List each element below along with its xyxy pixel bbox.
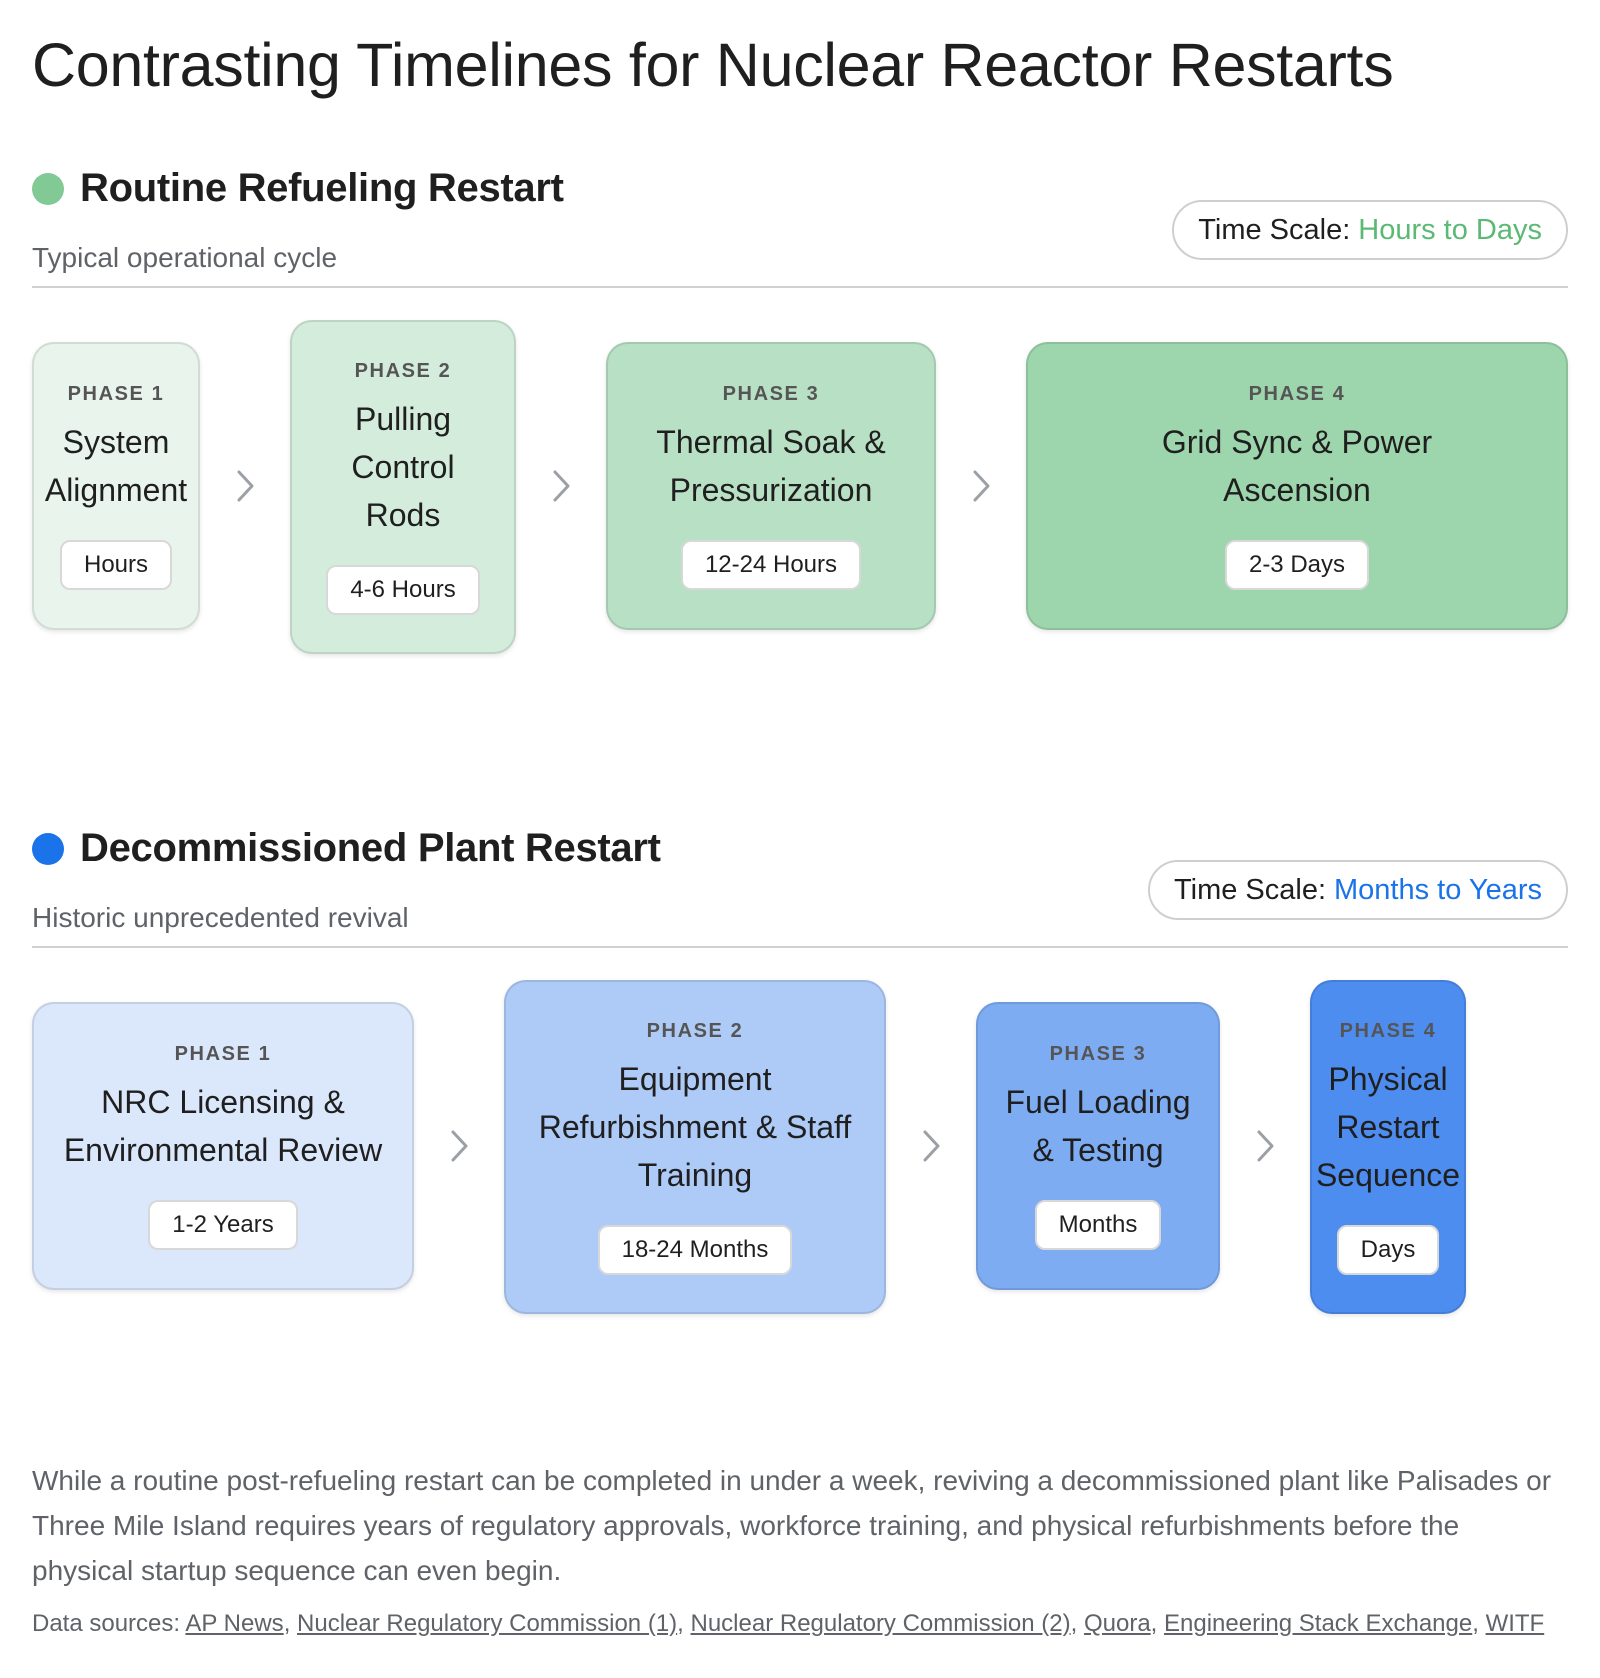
phase-title: Pulling Control Rods (351, 400, 455, 533)
section-header: Decommissioned Plant Restart Historic un… (32, 820, 1568, 948)
phase-card: PHASE 3 Thermal Soak & Pressurization 12… (606, 342, 936, 630)
phase-title: System Alignment (44, 423, 188, 508)
phase-label: PHASE 3 (722, 382, 820, 405)
source-link-ap-news[interactable]: AP News (185, 1610, 284, 1637)
sources-prefix: Data sources: (32, 1610, 181, 1637)
status-dot-icon (32, 172, 64, 205)
duration-badge: Months (1034, 1199, 1162, 1250)
duration-badge: 12-24 Hours (680, 539, 862, 590)
source-link-nrc-2[interactable]: Nuclear Regulatory Commission (2) (690, 1610, 1071, 1637)
summary-text: While a routine post-refueling restart c… (32, 1465, 1552, 1586)
phase-card: PHASE 2 Pulling Control Rods 4-6 Hours (290, 320, 516, 654)
section-subtitle: Typical operational cycle (32, 242, 338, 273)
chevron-right-icon (1252, 1126, 1280, 1166)
time-scale-label: Time Scale: (1173, 873, 1327, 906)
phase-title: Fuel Loading & Testing (1005, 1083, 1191, 1168)
time-scale-value: Hours to Days (1358, 213, 1542, 246)
phase-card: PHASE 3 Fuel Loading & Testing Months (976, 1002, 1220, 1290)
phase-card: PHASE 1 System Alignment Hours (32, 342, 200, 630)
section-title: Routine Refueling Restart (32, 166, 564, 211)
phase-timeline: PHASE 1 NRC Licensing & Environmental Re… (32, 978, 1568, 1338)
phase-label: PHASE 3 (1049, 1042, 1147, 1065)
phase-card: PHASE 4 Physical Restart Sequence Days (1310, 980, 1466, 1314)
duration-badge: 4-6 Hours (326, 564, 480, 615)
phase-label: PHASE 2 (646, 1019, 744, 1042)
time-scale-label: Time Scale: (1198, 213, 1351, 246)
chevron-right-icon (548, 466, 576, 506)
section-subtitle: Historic unprecedented revival (32, 902, 409, 933)
phase-title: NRC Licensing & Environmental Review (63, 1083, 383, 1168)
phase-title: Thermal Soak & Pressurization (656, 423, 886, 508)
phase-label: PHASE 1 (174, 1042, 272, 1065)
phase-label: PHASE 4 (1248, 382, 1346, 405)
duration-badge: Days (1336, 1224, 1440, 1275)
duration-badge: Hours (59, 539, 173, 590)
duration-badge: 2-3 Days (1224, 539, 1370, 590)
chevron-right-icon (446, 1126, 474, 1166)
source-link-witf[interactable]: WITF (1485, 1610, 1545, 1637)
time-scale-badge: Time Scale: Months to Years (1147, 860, 1568, 920)
chevron-right-icon (918, 1126, 946, 1166)
phase-card: PHASE 4 Grid Sync & Power Ascension 2-3 … (1026, 342, 1568, 630)
source-link-quora[interactable]: Quora (1083, 1610, 1151, 1637)
phase-timeline: PHASE 1 System Alignment Hours PHASE 2 P… (32, 318, 1568, 678)
page-title: Contrasting Timelines for Nuclear Reacto… (32, 31, 1394, 99)
phase-title: Equipment Refurbishment & Staff Training (538, 1060, 852, 1193)
phase-label: PHASE 1 (67, 382, 165, 405)
source-link-engineering-stack-exchange[interactable]: Engineering Stack Exchange (1164, 1610, 1473, 1637)
duration-badge: 18-24 Months (597, 1224, 793, 1275)
source-link-nrc-1[interactable]: Nuclear Regulatory Commission (1) (297, 1610, 678, 1637)
section-title: Decommissioned Plant Restart (32, 826, 661, 871)
status-dot-icon (32, 832, 64, 865)
phase-title: Grid Sync & Power Ascension (1161, 423, 1433, 508)
phase-card: PHASE 2 Equipment Refurbishment & Staff … (504, 980, 886, 1314)
section-decommissioned-plant: Decommissioned Plant Restart Historic un… (32, 820, 1568, 1340)
duration-badge: 1-2 Years (148, 1199, 298, 1250)
section-header: Routine Refueling Restart Typical operat… (32, 160, 1568, 288)
chevron-right-icon (968, 466, 996, 506)
section-title-text: Decommissioned Plant Restart (80, 826, 661, 870)
section-title-text: Routine Refueling Restart (80, 166, 564, 210)
phase-card: PHASE 1 NRC Licensing & Environmental Re… (32, 1002, 414, 1290)
time-scale-value: Months to Years (1334, 873, 1542, 906)
phase-title: Physical Restart Sequence (1315, 1060, 1461, 1193)
data-sources: Data sources: AP News, Nuclear Regulator… (32, 1610, 1545, 1637)
time-scale-badge: Time Scale: Hours to Days (1172, 200, 1568, 260)
chevron-right-icon (232, 466, 260, 506)
section-routine-refueling: Routine Refueling Restart Typical operat… (32, 160, 1568, 680)
phase-label: PHASE 4 (1339, 1019, 1437, 1042)
phase-label: PHASE 2 (354, 359, 452, 382)
